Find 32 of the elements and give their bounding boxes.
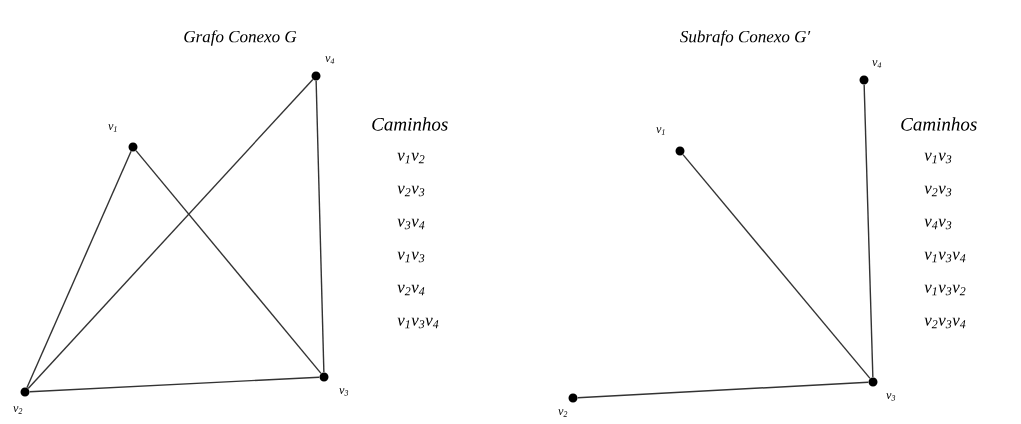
graph-edge [26, 150, 132, 389]
list-heading: Caminhos [901, 117, 977, 131]
vertex-label: v$_{1}$ [656, 127, 665, 135]
graph-edge [682, 153, 871, 380]
path-list-item: v$_{1}$v$_{3}$v$_{4}$ [924, 251, 966, 263]
graph-edge [29, 376, 320, 393]
path-list-item: v$_{4}$v$_{3}$ [924, 218, 952, 230]
path-list-item: v$_{2}$v$_{3}$v$_{4}$ [924, 317, 966, 329]
vertex-label: v$_{2}$ [13, 406, 23, 414]
graph-title: Subrafo Conexo G′ [680, 30, 811, 46]
path-list-item: v$_{1}$v$_{3}$ [397, 251, 425, 263]
vertex-label: v$_{3}$ [886, 393, 896, 401]
graph-edge [27, 78, 314, 390]
vertex-label: v$_{3}$ [339, 388, 349, 396]
vertex-label: v$_{2}$ [558, 409, 568, 417]
vertex-label: v$_{4}$ [872, 60, 882, 68]
list-heading: Caminhos [372, 117, 448, 131]
graph-title: Grafo Conexo G [184, 30, 297, 46]
path-list-item: v$_{1}$v$_{2}$ [397, 152, 425, 164]
path-list-item: v$_{2}$v$_{3}$ [397, 185, 425, 197]
path-list-item: v$_{1}$v$_{3}$ [924, 152, 952, 164]
vertex-label: v$_{1}$ [108, 124, 117, 132]
vertex-label: v$_{4}$ [325, 56, 335, 64]
graph-edge [135, 149, 322, 375]
graph-edge [863, 84, 874, 378]
graph-edge [577, 381, 869, 399]
path-list-item: v$_{2}$v$_{3}$ [924, 185, 952, 197]
path-list-item: v$_{1}$v$_{3}$v$_{2}$ [924, 284, 966, 296]
path-list-item: v$_{1}$v$_{3}$v$_{4}$ [397, 317, 439, 329]
graph-edge [315, 80, 325, 373]
path-list-item: v$_{3}$v$_{4}$ [397, 218, 425, 230]
path-list-item: v$_{2}$v$_{4}$ [397, 284, 425, 296]
